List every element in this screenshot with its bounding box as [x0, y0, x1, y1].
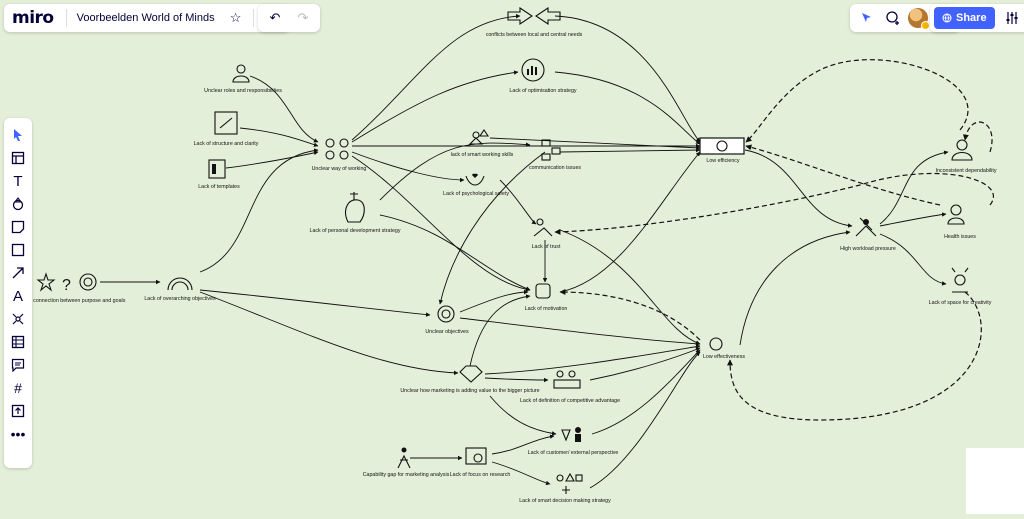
efficiency-meter-icon[interactable]: [699, 137, 745, 155]
effectiveness-icon[interactable]: [709, 337, 723, 351]
board-title[interactable]: Voorbeelden World of Minds: [76, 12, 215, 24]
svg-text:?: ?: [62, 277, 71, 294]
comment-icon[interactable]: [7, 354, 29, 376]
connectors: [100, 13, 949, 489]
minimap-panel: [966, 448, 1024, 514]
board-header: miro Voorbeelden World of Minds ☆: [4, 4, 290, 32]
motivation-icon[interactable]: [535, 283, 551, 299]
node-label: Capability gap for marketing analysis: [363, 472, 450, 478]
redo-icon[interactable]: ↷: [297, 10, 309, 25]
node-label: Lack of smart decision making strategy: [519, 498, 611, 504]
node-label: Lack of templates: [198, 184, 240, 190]
node-label: Low effectiveness: [703, 354, 745, 360]
cursor-follow-icon[interactable]: [856, 7, 878, 29]
node-label: Lack of focus on research: [450, 472, 511, 478]
nodes: conflicts between local and central need…: [15, 6, 997, 504]
star-icon[interactable]: ☆: [229, 10, 242, 25]
arrow-icon[interactable]: [7, 262, 29, 284]
gears-arrows-icon[interactable]: [325, 138, 349, 160]
more-icon[interactable]: •••: [10, 426, 26, 442]
research-icon[interactable]: [465, 447, 487, 465]
person-icon[interactable]: [232, 64, 250, 83]
node-label: communication issues: [529, 165, 581, 171]
doctor-icon[interactable]: [951, 139, 973, 161]
svg-text:Lack of connection between pur: Lack of connection between purpose and g…: [15, 298, 126, 304]
status-dot: [921, 21, 930, 30]
star-target-icon[interactable]: ?: [36, 272, 97, 294]
divider: [65, 9, 67, 27]
shapes-icon[interactable]: [7, 193, 29, 215]
undo-icon[interactable]: ↶: [269, 10, 281, 25]
team-icon[interactable]: [468, 129, 490, 145]
miro-logo[interactable]: miro: [12, 8, 54, 28]
gear-chart-icon[interactable]: [521, 58, 545, 82]
node-label: Unclear roles and responsibilities: [204, 88, 282, 94]
node-label: Low efficiency: [706, 158, 740, 164]
table-icon[interactable]: [7, 331, 29, 353]
globe-icon: [942, 13, 952, 23]
target-icon[interactable]: [437, 305, 455, 323]
node-label: Unclear objectives: [425, 329, 469, 335]
node-label: Lack of motivation: [525, 306, 568, 312]
head-plant-icon[interactable]: [345, 192, 365, 223]
rainbow-icon[interactable]: [167, 277, 193, 291]
template-icon[interactable]: [208, 159, 226, 179]
node-label: Inconsistent dependability: [936, 168, 997, 174]
add-collaborator-icon[interactable]: [882, 7, 904, 29]
node-label: Lack of connection between purpose and g…: [15, 298, 126, 304]
share-button[interactable]: Share: [934, 7, 995, 29]
node-label: Lack of definition of competitive advant…: [520, 398, 620, 404]
shapes-decision-icon[interactable]: [556, 472, 583, 494]
node-label: Lack of customer/ external perspective: [528, 450, 619, 456]
settings-sliders-icon[interactable]: [1001, 7, 1023, 29]
upload-file-icon[interactable]: [7, 400, 29, 422]
left-toolbar: T A # •••: [4, 118, 32, 468]
select-cursor-icon[interactable]: [7, 124, 29, 146]
node-label: Lack of optimisation strategy: [509, 88, 576, 94]
share-area: Share: [930, 4, 1024, 32]
node-label: conflicts between local and central need…: [486, 32, 583, 38]
node-label: Lack of trust: [532, 244, 561, 250]
customer-icon[interactable]: [561, 427, 581, 442]
pen-icon[interactable]: A: [12, 287, 23, 305]
mind-map-icon[interactable]: [7, 308, 29, 330]
dashed-feedback-loops: [554, 59, 994, 421]
avatar[interactable]: [908, 8, 930, 30]
hands-heart-icon[interactable]: [465, 173, 485, 186]
competitors-icon[interactable]: [553, 370, 581, 389]
node-label: Lack of overarching objectives: [144, 296, 216, 302]
node-label: Lack of structure and clarity: [194, 141, 259, 147]
node-label: Unclear how marketing is adding value to…: [400, 388, 539, 394]
window-icon[interactable]: [214, 111, 238, 135]
pressure-icon[interactable]: [855, 217, 877, 237]
lightbulb-icon[interactable]: [951, 267, 969, 293]
handshake-icon[interactable]: [533, 218, 553, 237]
share-label: Share: [956, 12, 987, 24]
node-label: Lack of space for creativity: [929, 300, 992, 306]
diamond-icon[interactable]: [459, 365, 483, 383]
node-label: High workload pressure: [840, 246, 896, 252]
sticky-note-icon[interactable]: [7, 216, 29, 238]
node-label: Lack of personal development strategy: [310, 228, 401, 234]
frame-icon[interactable]: #: [14, 380, 22, 396]
node-label: Lack of psychological safety: [443, 191, 509, 197]
climber-icon[interactable]: [397, 447, 411, 469]
node-label: Unclear way of working: [312, 166, 367, 172]
node-label: Health issues: [944, 234, 976, 240]
flowchart-icon[interactable]: [541, 139, 561, 161]
sick-person-icon[interactable]: [947, 204, 965, 225]
templates-icon[interactable]: [7, 147, 29, 169]
conflicts-icon[interactable]: [507, 6, 561, 26]
text-icon[interactable]: T: [13, 172, 23, 190]
history-controls: ↶ ↷: [258, 4, 320, 32]
divider: [252, 9, 254, 27]
node-label: lack of smart working skills: [451, 152, 514, 158]
rectangle-icon[interactable]: [7, 239, 29, 261]
